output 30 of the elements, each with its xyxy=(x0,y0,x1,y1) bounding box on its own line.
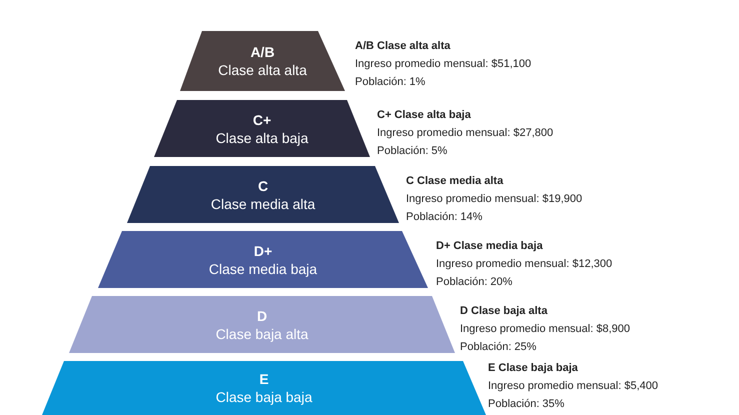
income-text: Ingreso promedio mensual: $8,900 xyxy=(460,322,630,337)
tier-code: C xyxy=(258,176,268,194)
income-text: Ingreso promedio mensual: $51,100 xyxy=(355,57,532,72)
tier-title: A/B Clase alta alta xyxy=(355,39,452,54)
tier-name: Clase baja alta xyxy=(216,324,308,342)
population-text: Población: 1% xyxy=(355,75,426,90)
population-text: Población: 35% xyxy=(488,397,566,412)
income-text: Ingreso promedio mensual: $27,800 xyxy=(377,126,554,141)
tier-code: E xyxy=(259,370,269,388)
tier-name: Clase media baja xyxy=(208,260,318,278)
tier-title: D+ Clase media baja xyxy=(436,239,544,254)
population-text: Población: 20% xyxy=(436,275,514,290)
income-text: Ingreso promedio mensual: $12,300 xyxy=(436,257,612,272)
tier-name: Clase baja baja xyxy=(216,388,312,406)
tier-title: D Clase baja alta xyxy=(460,304,548,319)
population-text: Población: 14% xyxy=(406,210,484,225)
tier-title: E Clase baja baja xyxy=(488,361,579,376)
tier-name: Clase alta alta xyxy=(218,61,307,79)
tier-code: C+ xyxy=(252,110,272,128)
tier-code: D+ xyxy=(254,242,272,260)
population-text: Población: 5% xyxy=(377,144,448,159)
tier-title: C+ Clase alta baja xyxy=(377,108,472,123)
population-text: Población: 25% xyxy=(460,340,538,355)
income-text: Ingreso promedio mensual: $5,400 xyxy=(488,379,658,394)
tier-name: Clase alta baja xyxy=(216,128,308,146)
tier-code: D xyxy=(256,306,268,324)
tier-code: A/B xyxy=(250,43,275,61)
income-text: Ingreso promedio mensual: $19,900 xyxy=(406,192,582,207)
tier-title: C Clase media alta xyxy=(406,174,504,189)
tier-name: Clase media alta xyxy=(210,194,316,212)
